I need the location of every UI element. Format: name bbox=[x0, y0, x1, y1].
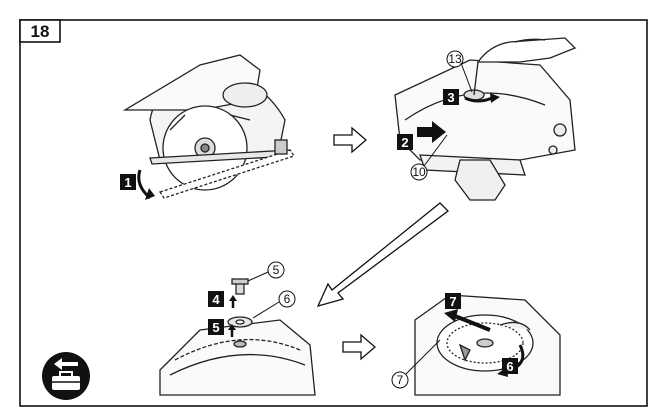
push-arrow-step2 bbox=[417, 121, 446, 143]
rotate-arrow-step3 bbox=[464, 96, 493, 103]
next-arrow-1 bbox=[333, 126, 367, 154]
lift-arrow-step7 bbox=[454, 314, 491, 332]
saw-blade-removal-view bbox=[414, 294, 561, 396]
svg-text:6: 6 bbox=[506, 359, 513, 374]
step-badge-3: 3 bbox=[443, 89, 459, 105]
step-badge-6: 6 bbox=[502, 358, 518, 374]
toolbox-remove-icon bbox=[42, 352, 90, 400]
next-arrow-2 bbox=[316, 202, 449, 308]
step-badge-1: 1 bbox=[120, 174, 136, 190]
saw-side-view bbox=[122, 54, 296, 199]
svg-text:7: 7 bbox=[397, 373, 404, 387]
figure-number-tab: 18 bbox=[19, 19, 61, 43]
svg-text:5: 5 bbox=[273, 263, 280, 277]
svg-text:5: 5 bbox=[212, 320, 219, 335]
step-badge-4: 4 bbox=[208, 291, 224, 307]
up-arrowhead-step5 bbox=[228, 324, 236, 330]
saw-top-view bbox=[394, 37, 577, 201]
saw-disassembly-view bbox=[159, 278, 316, 396]
up-arrowhead-step4 bbox=[229, 295, 237, 301]
next-arrow-3 bbox=[342, 333, 376, 361]
step-badge-7: 7 bbox=[445, 293, 461, 309]
step-badge-5: 5 bbox=[208, 319, 224, 335]
lift-arrowhead-step7 bbox=[444, 309, 458, 322]
step-badge-2: 2 bbox=[397, 134, 413, 150]
callout-10: 10 bbox=[410, 134, 448, 181]
callout-13: 13 bbox=[446, 50, 473, 93]
svg-text:7: 7 bbox=[449, 294, 456, 309]
callout-5: 5 bbox=[247, 261, 285, 282]
callout-7: 7 bbox=[391, 339, 441, 389]
rotate-arrowhead-step3 bbox=[490, 93, 500, 103]
callout-6: 6 bbox=[252, 290, 296, 319]
svg-text:2: 2 bbox=[401, 135, 408, 150]
figure-number: 18 bbox=[31, 22, 50, 41]
svg-text:4: 4 bbox=[212, 292, 220, 307]
svg-text:10: 10 bbox=[412, 165, 426, 179]
svg-text:1: 1 bbox=[124, 175, 131, 190]
figure-border bbox=[19, 19, 648, 407]
svg-text:13: 13 bbox=[448, 52, 462, 66]
svg-text:6: 6 bbox=[284, 292, 291, 306]
svg-text:3: 3 bbox=[447, 90, 454, 105]
rotate-arrowhead-step1 bbox=[145, 188, 155, 200]
